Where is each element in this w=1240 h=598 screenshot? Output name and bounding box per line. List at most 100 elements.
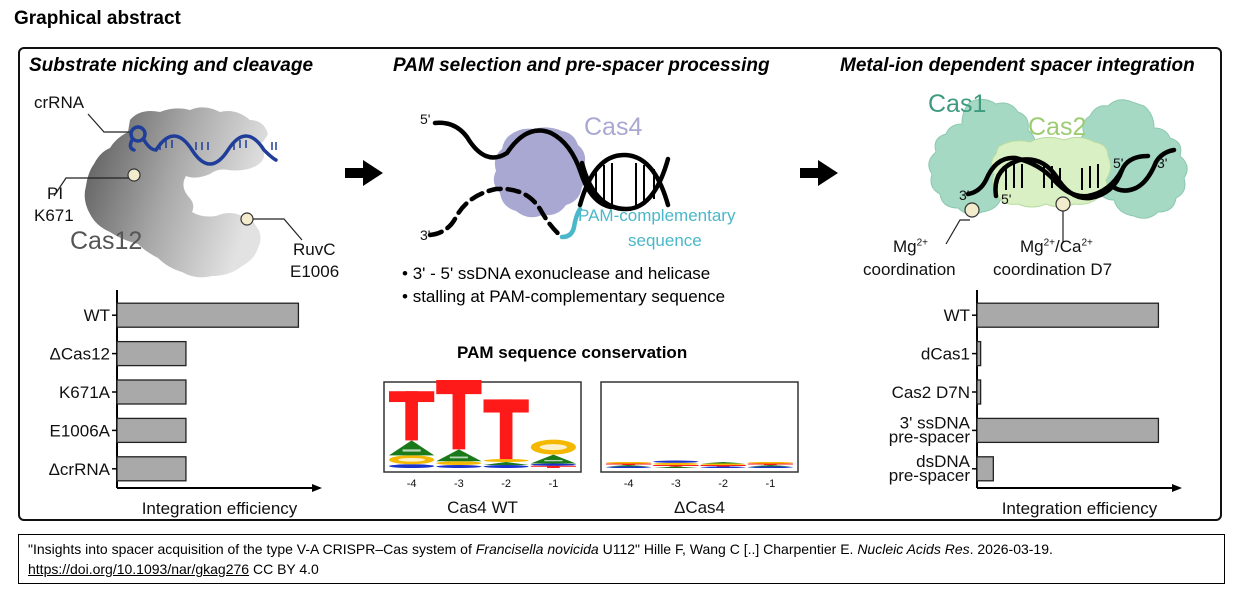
y-tick-label: ΔcrRNA — [49, 460, 111, 479]
page-title: Graphical abstract — [14, 8, 181, 29]
y-tick-label: E1006A — [50, 421, 111, 440]
label-pi: PI — [47, 184, 64, 203]
logo-position-label: -1 — [765, 478, 775, 490]
logo-letter-C — [483, 465, 529, 468]
dsdna-base-pairs-integration — [1005, 164, 1099, 190]
label-cas4: Cas4 — [584, 113, 643, 141]
label-mg-ca-ion: Mg2+/Ca2+ — [1020, 237, 1093, 257]
mg-leader-line — [945, 219, 970, 245]
label-5prime-right: 5' — [1113, 155, 1124, 171]
label-cas1: Cas1 — [928, 90, 987, 118]
doi-link[interactable]: https://doi.org/10.1093/nar/gkag276 — [28, 561, 250, 577]
logo-letter-A — [700, 462, 746, 464]
logo-letter-T — [700, 465, 746, 467]
bar — [116, 302, 300, 328]
pi-leader-line — [53, 177, 130, 197]
logo-letter-C — [700, 466, 746, 469]
label-5prime-left: 5' — [1001, 191, 1012, 207]
logo-condition-label: Cas4 WT — [447, 498, 518, 517]
logo-letter-T — [747, 463, 793, 466]
logo-letter-C — [606, 466, 652, 469]
cas4-function-bullets: 3' - 5' ssDNA exonuclease and helicase s… — [402, 262, 725, 308]
cas1-cas2-illustration — [928, 98, 1188, 245]
logo-letter-G — [653, 462, 699, 466]
mg-site-marker — [964, 202, 980, 218]
bar — [976, 417, 1160, 444]
logo-letter-T — [483, 399, 529, 460]
logo-letter-T — [653, 465, 699, 467]
logo-letter-A — [436, 449, 482, 462]
bar — [116, 456, 187, 482]
ruvc-leader-line — [252, 218, 303, 241]
license-link[interactable]: CC BY 4.0 — [252, 561, 319, 577]
x-axis-label: Integration efficiency — [142, 499, 298, 518]
y-tick-label: K671A — [59, 383, 111, 402]
pam-complementary-strand — [559, 206, 583, 240]
logo-position-label: -2 — [501, 478, 511, 490]
arrow-right-icon — [345, 160, 383, 186]
bar — [116, 417, 187, 444]
logo-letter-T — [436, 378, 482, 450]
citation-species: Francisella novicida — [475, 541, 599, 557]
bar — [116, 379, 187, 405]
label-cas12: Cas12 — [70, 227, 143, 255]
x-axis-arrowhead — [312, 484, 322, 492]
panel-title-left: Substrate nicking and cleavage — [29, 55, 314, 76]
graphical-abstract-figure — [18, 47, 1222, 521]
logo-letter-A — [483, 462, 529, 466]
logo-position-label: -4 — [624, 478, 634, 490]
label-pam-sequence: sequence — [628, 231, 702, 250]
label-e1006: E1006 — [290, 262, 340, 281]
label-3prime: 3' — [420, 227, 431, 243]
cas4-protein-shape — [493, 127, 587, 218]
dna-bottom-strand-degraded — [427, 186, 565, 240]
pi-site-marker — [127, 168, 141, 182]
bar — [976, 302, 1160, 328]
x-axis-arrowhead — [1172, 484, 1182, 492]
logo-letter-A — [389, 440, 435, 456]
logo-letter-A — [530, 454, 576, 464]
y-tick-label: WT — [84, 306, 110, 325]
logo-letter-G — [436, 461, 482, 466]
logo-letter-G — [700, 463, 746, 466]
citation-date: . 2026-03-19. — [969, 541, 1053, 557]
logo-letter-G — [389, 455, 435, 465]
bullet-item: 3' - 5' ssDNA exonuclease and helicase — [402, 262, 725, 285]
ruvc-site-marker — [240, 212, 254, 226]
label-cas2: Cas2 — [1028, 113, 1087, 141]
logo-position-label: -3 — [454, 478, 464, 490]
mg-superscript: 2+ — [1043, 237, 1056, 249]
logo-letter-A — [747, 465, 793, 467]
cas12-illustration — [53, 107, 303, 278]
logo-letter-C — [530, 463, 576, 466]
mg-ca-site-marker — [1055, 196, 1071, 212]
panel-title-middle: PAM selection and pre-spacer processing — [393, 55, 770, 76]
ca-superscript: 2+ — [1081, 237, 1093, 249]
label-3prime-right: 3' — [1157, 155, 1168, 171]
logo-letter-C — [436, 465, 482, 468]
arrow-right-icon — [800, 160, 838, 186]
label-mg-ion: Mg2+ — [893, 237, 928, 257]
mg-text: Mg — [1020, 237, 1044, 256]
label-3prime-left: 3' — [959, 187, 970, 203]
logo-letter-T — [389, 391, 435, 441]
label-coordination-left: coordination — [863, 260, 956, 279]
logo-letter-C — [653, 460, 699, 463]
label-ruvc: RuvC — [293, 240, 336, 259]
mg-superscript: 2+ — [916, 237, 929, 249]
label-5prime: 5' — [420, 111, 431, 127]
bar — [976, 379, 982, 405]
logo-position-label: -2 — [718, 478, 728, 490]
logo-letter-G — [483, 459, 529, 463]
logo-letter-C — [747, 466, 793, 469]
logo-position-label: -4 — [407, 478, 417, 490]
logo-letter-G — [747, 461, 793, 464]
dna-top-strand — [432, 120, 614, 210]
